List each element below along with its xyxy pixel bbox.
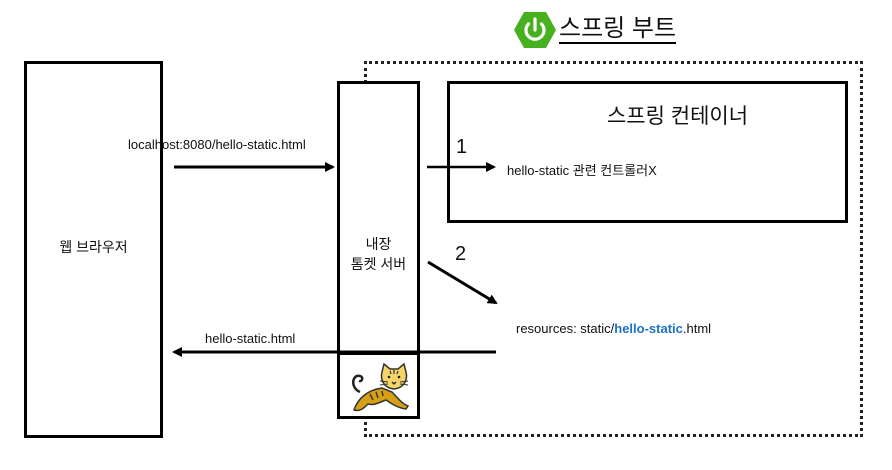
web-browser-box: 웹 브라우저 <box>24 61 163 438</box>
request-url-label: localhost:8080/hello-static.html <box>128 137 306 152</box>
resource-path-label: resources: static/hello-static.html <box>516 321 711 336</box>
step2-number: 2 <box>455 243 467 265</box>
tomcat-cat-icon <box>346 362 412 414</box>
web-browser-label: 웹 브라우저 <box>59 239 128 255</box>
server-label-line1: 내장 <box>365 236 392 252</box>
resource-prefix: resources: static/ <box>516 321 615 336</box>
tomcat-server-box: 내장 톰켓 서버 <box>337 81 420 419</box>
server-label-line2: 톰켓 서버 <box>350 256 407 272</box>
spring-power-icon <box>513 11 557 49</box>
step1-number: 1 <box>456 136 468 158</box>
spring-boot-title: 스프링 부트 <box>513 10 677 50</box>
spring-boot-title-text: 스프링 부트 <box>559 15 677 44</box>
resource-suffix: .html <box>682 321 712 336</box>
step2-arrow <box>427 260 498 305</box>
controller-label: hello-static 관련 컨트롤러X <box>507 163 657 178</box>
response-label: hello-static.html <box>205 331 296 346</box>
resource-highlight: hello-static <box>614 321 683 336</box>
spring-container-box: 스프링 컨테이너 <box>447 81 848 223</box>
spring-container-title: 스프링 컨테이너 <box>606 105 749 128</box>
